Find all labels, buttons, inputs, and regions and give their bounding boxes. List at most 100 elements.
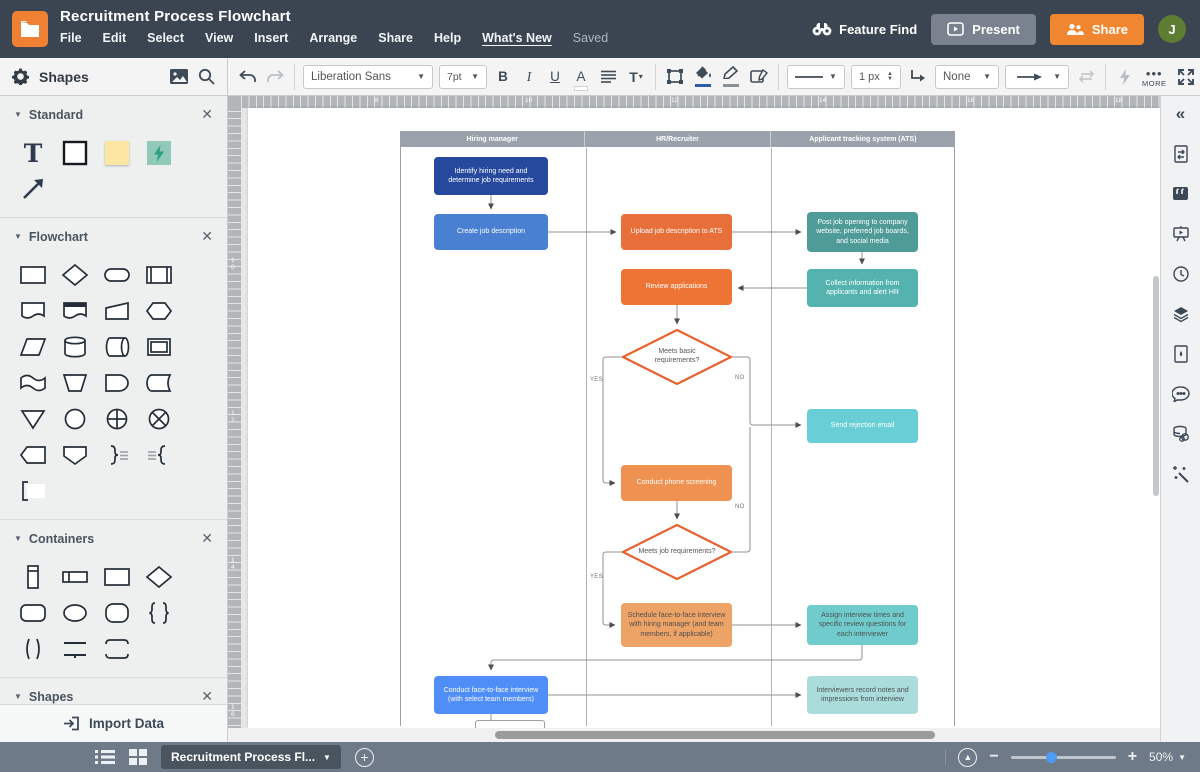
collapse-triangle-icon[interactable]: ▼: [14, 692, 22, 701]
shape-data[interactable]: [12, 329, 54, 365]
flow-node-schedule-interview[interactable]: Schedule face-to-face interview with hir…: [621, 603, 732, 647]
undo-button[interactable]: [236, 65, 258, 89]
zoom-out-button[interactable]: −: [989, 748, 999, 765]
menu-item-help[interactable]: Help: [434, 31, 462, 45]
swap-endpoints-button[interactable]: [1075, 65, 1097, 89]
shape-frame-button[interactable]: [664, 65, 686, 89]
layers-icon[interactable]: [1171, 304, 1190, 323]
flow-node-review-apps[interactable]: Review applications: [621, 269, 732, 305]
shape-decision[interactable]: [54, 257, 96, 293]
swimlane-header[interactable]: Hiring manager: [400, 131, 586, 147]
close-icon[interactable]: ✕: [201, 530, 213, 546]
menu-item-arrange[interactable]: Arrange: [309, 31, 358, 45]
text-align-button[interactable]: [597, 65, 619, 89]
shape-card[interactable]: [12, 437, 54, 473]
shape-display[interactable]: [12, 365, 54, 401]
text-options-button[interactable]: T▾: [629, 68, 643, 85]
shape-merge[interactable]: [12, 401, 54, 437]
data-linking-icon[interactable]: [1171, 424, 1190, 443]
fit-to-screen-button[interactable]: ▲: [958, 747, 978, 767]
container-diamond[interactable]: [138, 559, 180, 595]
add-page-button[interactable]: +: [354, 747, 374, 767]
search-icon[interactable]: [198, 68, 215, 85]
container-rectangle[interactable]: [96, 559, 138, 595]
container-horizontal[interactable]: [54, 559, 96, 595]
flow-node-collect-info[interactable]: Collect information from applicants and …: [807, 269, 918, 307]
shape-connector[interactable]: [54, 401, 96, 437]
shape-process[interactable]: [12, 257, 54, 293]
shape-bracket[interactable]: [12, 473, 54, 509]
fullscreen-button[interactable]: [1175, 65, 1197, 89]
line-end-select[interactable]: ▼: [1005, 64, 1069, 89]
container-parentheses[interactable]: [12, 631, 54, 667]
shape-predefined-process[interactable]: [138, 257, 180, 293]
shape-style-button[interactable]: [748, 65, 770, 89]
zoom-slider-thumb[interactable]: [1045, 751, 1057, 763]
zoom-in-button[interactable]: +: [1127, 748, 1138, 765]
section-flowchart[interactable]: ▼ Flowchart ✕: [14, 228, 213, 244]
font-size-select[interactable]: 7pt▼: [439, 64, 487, 89]
present-button[interactable]: Present: [931, 13, 1036, 45]
close-icon[interactable]: ✕: [201, 228, 213, 244]
more-tools-button[interactable]: •••MORE: [1142, 65, 1167, 88]
shape-manual-operation[interactable]: [54, 365, 96, 401]
gear-icon[interactable]: [12, 68, 29, 85]
shape-summing-junction[interactable]: [138, 401, 180, 437]
vertical-scrollbar[interactable]: [1153, 276, 1159, 496]
underline-button[interactable]: U: [550, 69, 560, 84]
shape-preparation[interactable]: [138, 293, 180, 329]
swimlane-header[interactable]: Applicant tracking system (ATS): [770, 131, 955, 147]
flow-node-record-notes[interactable]: Interviewers record notes and impression…: [807, 676, 918, 714]
line-style-select[interactable]: ▼: [787, 64, 845, 89]
shape-stored-data[interactable]: [138, 365, 180, 401]
app-logo-icon[interactable]: [12, 11, 48, 47]
flow-node-assign-times[interactable]: Assign interview times and specific revi…: [807, 605, 918, 645]
font-family-select[interactable]: Liberation Sans▼: [303, 64, 433, 89]
shape-document-2[interactable]: [54, 293, 96, 329]
flow-node-conduct-f2f[interactable]: Conduct face-to-face interview (with sel…: [434, 676, 548, 714]
shape-delay[interactable]: [96, 365, 138, 401]
text-color-button[interactable]: A: [571, 65, 591, 91]
flow-node-phone-screen[interactable]: Conduct phone screening: [621, 465, 732, 501]
shape-rectangle[interactable]: [54, 135, 96, 171]
container-rounded[interactable]: [12, 595, 54, 631]
presentation-icon[interactable]: [1171, 224, 1190, 243]
line-width-stepper[interactable]: 1 px ▲▼: [851, 64, 901, 89]
shape-sticky-note[interactable]: [96, 135, 138, 171]
section-shapes[interactable]: ▼ Shapes ✕: [14, 688, 213, 704]
collapse-panel-icon[interactable]: «: [1175, 103, 1186, 123]
container-pill[interactable]: [96, 595, 138, 631]
feature-find-button[interactable]: Feature Find: [812, 22, 917, 37]
image-icon[interactable]: [170, 69, 188, 84]
container-lines[interactable]: [54, 631, 96, 667]
shape-or[interactable]: [96, 401, 138, 437]
offscreen-shape-edge[interactable]: [475, 720, 545, 728]
container-ellipse[interactable]: [54, 595, 96, 631]
document-title[interactable]: Recruitment Process Flowchart: [60, 8, 291, 25]
shape-hotspot[interactable]: [138, 135, 180, 171]
shape-off-page[interactable]: [54, 437, 96, 473]
shape-terminator[interactable]: [96, 257, 138, 293]
horizontal-scrollbar-track[interactable]: [228, 728, 1160, 742]
flow-node-upload-jd[interactable]: Upload job description to ATS: [621, 214, 732, 250]
styles-icon[interactable]: [1171, 344, 1190, 363]
section-containers[interactable]: ▼ Containers ✕: [14, 530, 213, 546]
menu-item-what-s-new[interactable]: What's New: [482, 31, 552, 45]
container-horizontal-braces[interactable]: [96, 631, 138, 667]
collapse-triangle-icon[interactable]: ▼: [14, 534, 22, 543]
flow-node-send-rejection[interactable]: Send rejection email: [807, 409, 918, 443]
page-list-icon[interactable]: [95, 749, 115, 765]
shape-brace-left[interactable]: [138, 437, 180, 473]
bold-button[interactable]: B: [498, 69, 508, 84]
comments-icon[interactable]: [1171, 384, 1190, 403]
flow-node-post-job[interactable]: Post job opening to company website, pre…: [807, 212, 918, 252]
flow-node-meets-job[interactable]: Meets job requirements?: [621, 523, 733, 581]
page-tab[interactable]: Recruitment Process Fl... ▼: [161, 745, 341, 769]
line-color-button[interactable]: [720, 65, 742, 89]
shape-brace-right[interactable]: [96, 437, 138, 473]
italic-button[interactable]: I: [526, 68, 532, 84]
quick-actions-icon[interactable]: [1114, 65, 1136, 89]
container-vertical[interactable]: [12, 559, 54, 595]
close-icon[interactable]: ✕: [201, 688, 213, 704]
